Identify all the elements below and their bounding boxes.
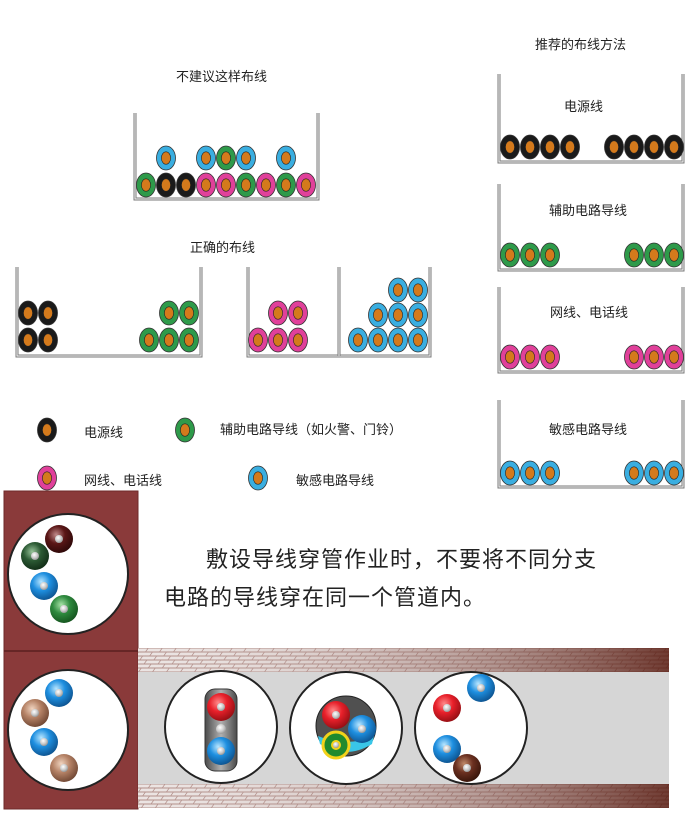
network-cable	[500, 344, 520, 370]
power-cable	[560, 134, 580, 160]
network-cable	[664, 344, 684, 370]
network-cable	[288, 300, 308, 326]
aux-cable	[179, 327, 199, 353]
panel-label-power: 电源线	[564, 100, 604, 115]
tray-not-recommended	[133, 113, 320, 201]
sensitive-cable	[348, 327, 368, 353]
network-cable	[296, 172, 316, 198]
power-cable	[156, 172, 176, 198]
tray-correct-network-sensitive	[246, 267, 432, 358]
network-cable	[216, 172, 236, 198]
power-cable	[38, 327, 58, 353]
sensitive-cable	[388, 302, 408, 328]
network-cable	[624, 344, 644, 370]
aux-cable	[216, 145, 236, 171]
cables	[18, 134, 684, 486]
network-cable	[520, 344, 540, 370]
power-cable	[176, 172, 196, 198]
legend-label-network: 网线、电话线	[84, 474, 163, 489]
sensitive-cable	[624, 460, 644, 486]
tray-correct-power-aux	[15, 267, 203, 358]
sensitive-cable	[408, 302, 428, 328]
sensitive-cable	[156, 145, 176, 171]
sensitive-cable	[500, 460, 520, 486]
sensitive-cable	[368, 327, 388, 353]
note-line-2: 电路的导线穿在同一个管道内。	[164, 586, 487, 611]
aux-cable	[520, 242, 540, 268]
power-cable	[520, 134, 540, 160]
network-cable	[248, 327, 268, 353]
sensitive-cable	[408, 327, 428, 353]
sensitive-cable	[368, 302, 388, 328]
network-cable	[256, 172, 276, 198]
network-cable	[644, 344, 664, 370]
sensitive-cable	[520, 460, 540, 486]
power-cable	[604, 134, 624, 160]
title-not-recommended: 不建议这样布线	[176, 70, 268, 85]
power-cable	[644, 134, 664, 160]
sensitive-cable	[236, 145, 256, 171]
sensitive-cable	[664, 460, 684, 486]
sensitive-cable	[388, 327, 408, 353]
aux-cable	[159, 327, 179, 353]
panel-label-aux: 辅助电路导线	[549, 204, 628, 219]
sensitive-cable	[644, 460, 664, 486]
tray-recommended-power	[497, 74, 685, 164]
note-line-1: 敷设导线穿管作业时，不要将不同分支	[206, 548, 598, 573]
cable-trays	[15, 74, 685, 489]
network-cable	[268, 327, 288, 353]
tray-recommended-network	[497, 287, 685, 374]
legend-icon-power	[37, 417, 57, 443]
sensitive-cable	[196, 145, 216, 171]
network-cable	[268, 300, 288, 326]
aux-cable	[540, 242, 560, 268]
network-cable	[196, 172, 216, 198]
network-cable	[540, 344, 560, 370]
panel-label-network: 网线、电话线	[550, 306, 629, 321]
sensitive-cable	[408, 277, 428, 303]
tray-recommended-sensitive	[497, 400, 685, 489]
aux-cable	[136, 172, 156, 198]
panel-label-sensitive: 敏感电路导线	[549, 423, 628, 438]
power-cable	[540, 134, 560, 160]
aux-cable	[624, 242, 644, 268]
network-cable	[288, 327, 308, 353]
power-cable	[664, 134, 684, 160]
title-correct: 正确的布线	[190, 241, 256, 256]
legend-label-power: 电源线	[84, 426, 124, 441]
legend-label-aux: 辅助电路导线（如火警、门铃）	[220, 423, 403, 438]
aux-cable	[179, 300, 199, 326]
legend-label-sensitive: 敏感电路导线	[296, 474, 375, 489]
legend-icon-aux	[175, 417, 195, 443]
aux-cable	[664, 242, 684, 268]
aux-cable	[644, 242, 664, 268]
legend-icon-sensitive	[248, 465, 268, 491]
power-cable	[38, 300, 58, 326]
sensitive-cable	[276, 145, 296, 171]
power-cable	[500, 134, 520, 160]
title-recommended: 推荐的布线方法	[535, 38, 627, 53]
conduit-illustration	[3, 490, 669, 810]
tray-recommended-aux	[497, 184, 685, 272]
aux-cable	[276, 172, 296, 198]
power-cable	[624, 134, 644, 160]
aux-cable	[159, 300, 179, 326]
aux-cable	[236, 172, 256, 198]
legend-icon-network	[37, 465, 57, 491]
aux-cable	[139, 327, 159, 353]
power-cable	[18, 327, 38, 353]
power-cable	[18, 300, 38, 326]
sensitive-cable	[388, 277, 408, 303]
legend-icons	[37, 417, 268, 491]
aux-cable	[500, 242, 520, 268]
sensitive-cable	[540, 460, 560, 486]
